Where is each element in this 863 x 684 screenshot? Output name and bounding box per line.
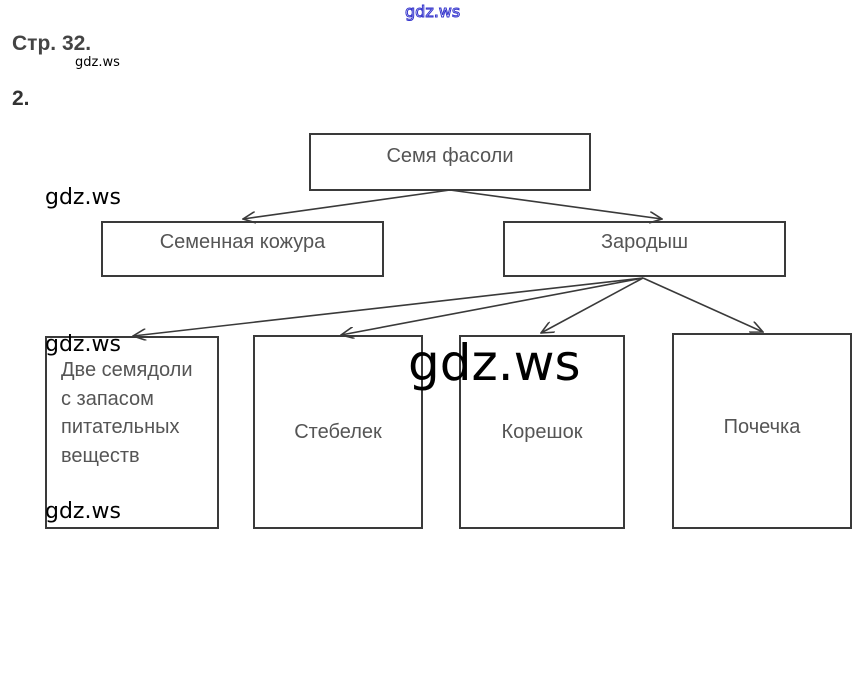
page-number: Стр. 32. [12, 32, 92, 55]
arrow-embryo-to-root [541, 277, 644, 333]
arrow-embryo-to-stem [341, 277, 644, 335]
node-stem: Стебелек [253, 335, 423, 529]
task-number: 2. [12, 87, 30, 110]
watermark-left-3: gdz.ws [45, 499, 121, 524]
watermark-small: gdz.ws [75, 55, 120, 70]
node-rootlet: Корешок [459, 335, 625, 529]
node-embryo: Зародыш [503, 221, 786, 277]
node-cotyledons: Две семядоли с запасом питательных вещес… [45, 336, 219, 529]
arrow-embryo-to-cotyledons [133, 277, 644, 336]
watermark-top: gdz.ws [404, 2, 461, 22]
watermark-center: gdz.ws [408, 334, 581, 392]
arrow-root-to-coat [243, 189, 451, 219]
node-seed-coat: Семенная кожура [101, 221, 384, 277]
watermark-left-2: gdz.ws [45, 332, 121, 357]
arrow-embryo-to-bud [642, 277, 763, 332]
watermark-left-1: gdz.ws [45, 185, 121, 210]
arrow-root-to-embryo [449, 189, 662, 219]
node-bud: Почечка [672, 333, 852, 529]
node-root: Семя фасоли [309, 133, 591, 191]
